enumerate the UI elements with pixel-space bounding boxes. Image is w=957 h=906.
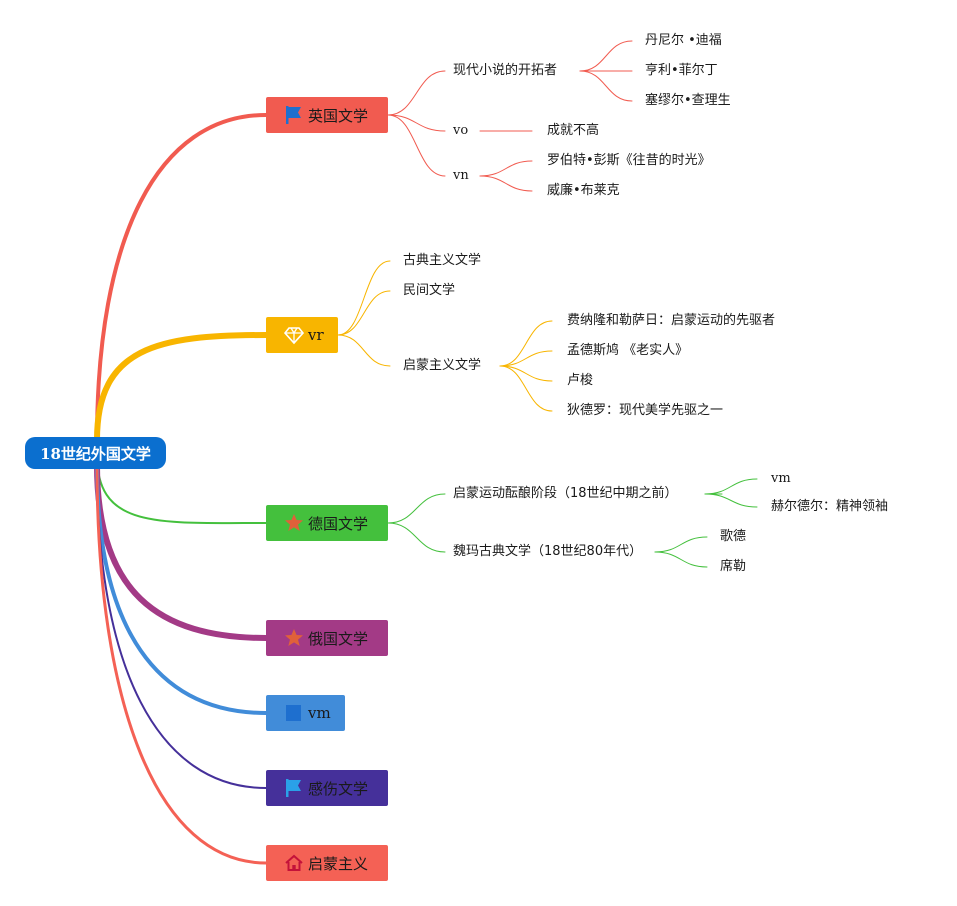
branch-label: 感伤文学 — [308, 779, 369, 798]
edge-novel-defoe — [579, 40, 633, 72]
edge-enl-montesquieu — [499, 350, 553, 367]
topic-label: 古典主义文学 — [403, 253, 482, 268]
topic-schiller[interactable]: 席勒 — [720, 559, 746, 575]
topic-defoe[interactable]: 丹尼尔 •迪福 — [645, 33, 722, 49]
topic-vo[interactable]: vo — [453, 123, 468, 139]
topic-blake[interactable]: 威廉•布莱克 — [547, 183, 620, 199]
edge-english-vo — [387, 114, 446, 132]
edge-vn-blake — [479, 175, 533, 192]
topic-label: vo — [453, 123, 469, 138]
edge-novel-richardson — [579, 70, 633, 102]
topic-label: 现代小说的开拓者 — [453, 63, 558, 78]
topic-weimar-classicism[interactable]: 魏玛古典文学（18世纪80年代） — [453, 544, 642, 560]
topic-vn[interactable]: vn — [453, 168, 469, 184]
root-topic-label: 18世纪外国文学 — [40, 444, 151, 463]
edge-enl-fenelon — [499, 320, 553, 367]
topic-rousseau[interactable]: 卢梭 — [567, 373, 593, 389]
topic-modern-novel-pioneers[interactable]: 现代小说的开拓者 — [453, 63, 557, 79]
topic-label: 孟德斯鸠 《老实人》 — [567, 343, 689, 358]
topic-label: 赫尔德尔：精神领袖 — [771, 499, 889, 514]
topic-early-enlightenment-stage[interactable]: 启蒙运动酝酿阶段（18世纪中期之前） — [453, 486, 678, 502]
branch-label: 俄国文学 — [308, 629, 369, 648]
topic-label: 塞缪尔•查理生 — [645, 93, 731, 108]
topic-fenelon-lesage[interactable]: 费纳隆和勒萨日：启蒙运动的先驱者 — [567, 313, 775, 329]
topic-label: 罗伯特•彭斯《往昔的时光》 — [547, 153, 711, 168]
topic-label: 亨利•菲尔丁 — [645, 63, 718, 78]
edge-early-herder — [704, 493, 758, 508]
home-icon — [284, 853, 304, 873]
topic-enlightenment-literature[interactable]: 启蒙主义文学 — [403, 358, 481, 374]
topic-classicism[interactable]: 古典主义文学 — [403, 253, 481, 269]
topic-burns[interactable]: 罗伯特•彭斯《往昔的时光》 — [547, 153, 711, 169]
topic-vm-sub[interactable]: vm — [771, 471, 791, 487]
edge-vr-enlightenment — [337, 334, 391, 367]
topic-label: 歌德 — [720, 529, 747, 544]
topic-montesquieu[interactable]: 孟德斯鸠 《老实人》 — [567, 343, 688, 359]
branch-english-literature[interactable]: 英国文学 — [266, 97, 388, 133]
edge-german-early — [387, 493, 446, 524]
topic-label: 威廉•布莱克 — [547, 183, 620, 198]
edge-vn-burns — [479, 160, 533, 177]
topic-label: 席勒 — [720, 559, 747, 574]
topic-label: 民间文学 — [403, 283, 456, 298]
branch-russian-literature[interactable]: 俄国文学 — [266, 620, 388, 656]
topic-label: 魏玛古典文学（18世纪80年代） — [453, 544, 643, 559]
edge-vr-classicism — [337, 260, 391, 336]
star-icon — [284, 513, 304, 533]
topic-richardson[interactable]: 塞缪尔•查理生 — [645, 93, 731, 109]
edge-enl-diderot — [499, 365, 553, 412]
diamond-icon — [284, 325, 304, 345]
topic-herder[interactable]: 赫尔德尔：精神领袖 — [771, 499, 888, 515]
edge-root-enlightenment — [95, 463, 268, 865]
flag-icon — [284, 105, 304, 125]
topic-low-achievement[interactable]: 成就不高 — [547, 123, 599, 139]
edge-english-novel — [387, 70, 446, 116]
topic-label: 启蒙运动酝酿阶段（18世纪中期之前） — [453, 486, 678, 501]
flag-icon — [284, 778, 304, 798]
branch-enlightenment[interactable]: 启蒙主义 — [266, 845, 388, 881]
square-flag-icon — [284, 703, 304, 723]
topic-fielding[interactable]: 亨利•菲尔丁 — [645, 63, 718, 79]
branch-label: vm — [308, 704, 331, 722]
branch-label: 德国文学 — [308, 514, 369, 533]
edge-early-vm — [704, 478, 758, 495]
topic-label: vm — [771, 471, 791, 486]
topic-diderot[interactable]: 狄德罗：现代美学先驱之一 — [567, 403, 723, 419]
topic-goethe[interactable]: 歌德 — [720, 529, 746, 545]
edge-enl-rousseau — [499, 365, 553, 382]
edge-english-vn — [387, 114, 446, 177]
topic-label: 费纳隆和勒萨日：启蒙运动的先驱者 — [567, 313, 776, 328]
edge-weimar-goethe — [654, 536, 708, 553]
branch-label: 启蒙主义 — [308, 854, 369, 873]
topic-label: vn — [453, 168, 469, 183]
branch-german-literature[interactable]: 德国文学 — [266, 505, 388, 541]
branch-vm[interactable]: vm — [266, 695, 345, 731]
edge-german-weimar — [387, 522, 446, 553]
branch-label: vr — [308, 326, 324, 344]
edge-root-vr — [94, 332, 269, 443]
edge-vr-folk — [337, 290, 391, 336]
topic-label: 成就不高 — [547, 123, 600, 138]
edge-weimar-schiller — [654, 551, 708, 568]
topic-label: 卢梭 — [567, 373, 594, 388]
branch-vr[interactable]: vr — [266, 317, 338, 353]
star-icon — [284, 628, 304, 648]
edge-root-english — [95, 113, 268, 442]
root-topic[interactable]: 18世纪外国文学 — [25, 437, 166, 469]
topic-label: 丹尼尔 •迪福 — [645, 33, 722, 48]
topic-label: 狄德罗：现代美学先驱之一 — [567, 403, 724, 418]
topic-label: 启蒙主义文学 — [403, 358, 482, 373]
edge-root-vm — [95, 463, 268, 715]
branch-label: 英国文学 — [308, 106, 369, 125]
branch-sentimental-literature[interactable]: 感伤文学 — [266, 770, 388, 806]
topic-folk-literature[interactable]: 民间文学 — [403, 283, 455, 299]
